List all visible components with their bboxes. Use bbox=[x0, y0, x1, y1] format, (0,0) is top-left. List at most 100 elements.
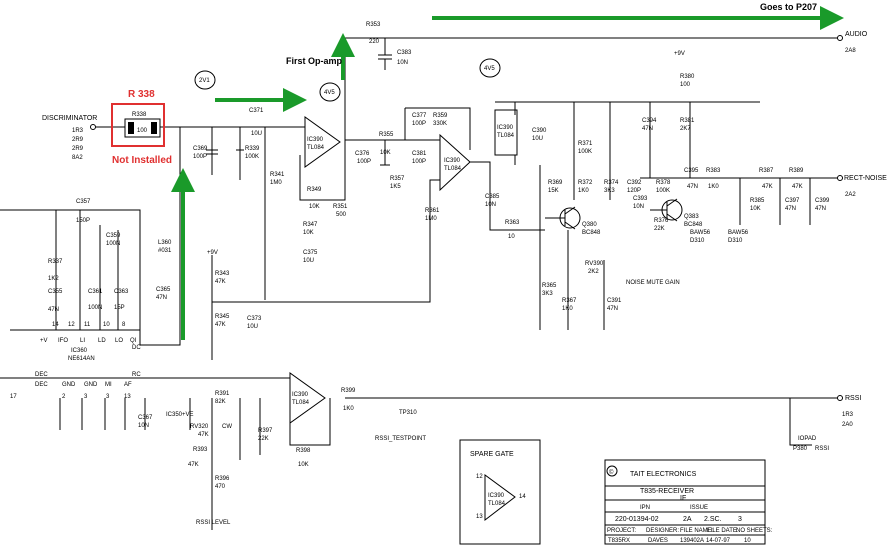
spare-gate-ic-ref: IC390 bbox=[488, 493, 505, 499]
r396-ref: R396 bbox=[215, 476, 230, 482]
rssi-testpoint-label: RSSI_TESTPOINT bbox=[375, 436, 426, 442]
r378-val: 100K bbox=[656, 188, 670, 194]
r338-note: Not Installed bbox=[112, 155, 172, 166]
r385-ref: R385 bbox=[750, 198, 765, 204]
c392-val: 120P bbox=[627, 188, 641, 194]
l360-val: #031 bbox=[158, 248, 172, 254]
rv320-val: 47K bbox=[198, 432, 209, 438]
r355-val: 10K bbox=[380, 150, 391, 156]
ic-left-label-1: DEC bbox=[35, 382, 48, 388]
ic-left-pin-0: 2 bbox=[62, 394, 66, 400]
r343-ref: R343 bbox=[215, 271, 230, 277]
r338-highlight-box bbox=[111, 103, 165, 147]
audio-ref: 2A8 bbox=[845, 48, 856, 54]
val-nosheets: 10 bbox=[744, 538, 751, 544]
disc-ref-0: 1R3 bbox=[72, 128, 84, 134]
r376-val: 22K bbox=[654, 226, 665, 232]
transistors bbox=[545, 198, 683, 230]
ic390b-val: TL084 bbox=[444, 166, 462, 172]
ic360-pin-2: LI bbox=[80, 338, 85, 344]
q383-ref: Q383 bbox=[684, 214, 699, 220]
r399-ref: R399 bbox=[341, 388, 356, 394]
r369-val: 15K bbox=[548, 188, 559, 194]
ic-left-pin-4: 17 bbox=[10, 394, 17, 400]
r398-ref: R398 bbox=[296, 448, 311, 454]
c393-ref: C393 bbox=[633, 196, 648, 202]
r338-title: R 338 bbox=[128, 89, 155, 100]
disc-ref-2: 2R9 bbox=[72, 146, 84, 152]
spare-gate-pin-1: 13 bbox=[476, 514, 483, 520]
q383-val: BC848 bbox=[684, 222, 703, 228]
opamps bbox=[289, 109, 518, 424]
c377-ref: C377 bbox=[412, 113, 427, 119]
c367-ref: C367 bbox=[138, 415, 153, 421]
passives bbox=[55, 38, 811, 530]
node-4v5a: 4V5 bbox=[324, 90, 335, 96]
goes-to-label: Goes to P207 bbox=[760, 2, 817, 12]
tp310-label: TP310 bbox=[399, 410, 417, 416]
sheet-label: 2.SC. bbox=[704, 516, 722, 523]
q380-ref: Q380 bbox=[582, 222, 597, 228]
c383-val: 10N bbox=[397, 60, 408, 66]
r349-val: 10K bbox=[309, 204, 320, 210]
r353-val: 220 bbox=[369, 39, 380, 45]
r341-ref: R341 bbox=[270, 172, 285, 178]
c375-val: 10U bbox=[303, 258, 314, 264]
r338-ref: R338 bbox=[132, 112, 147, 118]
c369-val: 100P bbox=[193, 154, 207, 160]
node-2v1: 2V1 bbox=[199, 78, 210, 84]
r371-val: 100K bbox=[578, 149, 592, 155]
r398-val: 10K bbox=[298, 462, 309, 468]
rect-noise-label: RECT-NOISE bbox=[844, 175, 887, 182]
ic360-pin-4: LO bbox=[115, 338, 123, 344]
c355-val: 47N bbox=[48, 307, 59, 313]
r353-ref: R353 bbox=[366, 22, 381, 28]
r343-val: 47K bbox=[215, 279, 226, 285]
c394-ref: C394 bbox=[642, 118, 657, 124]
ic360-pin-0: +V bbox=[40, 338, 48, 344]
spare-gate-title: SPARE GATE bbox=[470, 451, 514, 458]
r376-ref: R376 bbox=[654, 218, 669, 224]
c393-val: 10N bbox=[633, 204, 644, 210]
r345-val: 47K bbox=[215, 322, 226, 328]
ic350ve-label: IC350+VE bbox=[166, 412, 194, 418]
c355-ref: C355 bbox=[48, 289, 63, 295]
r391-val: 82K bbox=[215, 399, 226, 405]
r374-val: 3K3 bbox=[604, 188, 615, 194]
r383-val: 1K0 bbox=[708, 184, 719, 190]
ic360-pin-5: QI bbox=[130, 338, 137, 344]
r399-val: 1K0 bbox=[343, 406, 354, 412]
hdr-filedate: FILE DATE: bbox=[707, 528, 739, 534]
wires bbox=[0, 35, 843, 446]
rect-ref: 2A2 bbox=[845, 192, 856, 198]
c376-val: 100P bbox=[357, 159, 371, 165]
r385-val: 10K bbox=[750, 206, 761, 212]
ic360-pin-num-1: 12 bbox=[68, 322, 75, 328]
c371-ref: C371 bbox=[249, 108, 264, 114]
v9-top-label: +9V bbox=[674, 51, 685, 57]
r338-val: 100 bbox=[137, 128, 148, 134]
dc-label: DC bbox=[132, 345, 141, 351]
pn-label: IPN bbox=[640, 505, 650, 511]
r396-val: 470 bbox=[215, 484, 226, 490]
baw56a-val: D310 bbox=[690, 238, 705, 244]
c363-ref: C363 bbox=[114, 289, 129, 295]
ic390a-ref: IC390 bbox=[307, 137, 324, 143]
ic360-pin-num-4: 8 bbox=[122, 322, 126, 328]
ic360-pin-num-0: 14 bbox=[52, 322, 59, 328]
ic-left-pin-1: 3 bbox=[84, 394, 88, 400]
ic390pwr-val: TL084 bbox=[497, 133, 515, 139]
r397-ref: R397 bbox=[258, 428, 273, 434]
r361-ref: R361 bbox=[425, 208, 440, 214]
r380-val: 100 bbox=[680, 82, 691, 88]
r372-val: 1K0 bbox=[578, 188, 589, 194]
first-opamp-label: First Op-amp bbox=[286, 56, 343, 66]
c399-val: 47N bbox=[815, 206, 826, 212]
r341-val: 1M0 bbox=[270, 180, 282, 186]
ic390c-val: TL084 bbox=[292, 400, 310, 406]
c373-val: 10U bbox=[247, 324, 258, 330]
ioad-net: RSSI bbox=[815, 446, 829, 452]
r361-val: 1M0 bbox=[425, 216, 437, 222]
hdr-project: PROJECT: bbox=[607, 528, 636, 534]
r359-val: 330K bbox=[433, 121, 447, 127]
